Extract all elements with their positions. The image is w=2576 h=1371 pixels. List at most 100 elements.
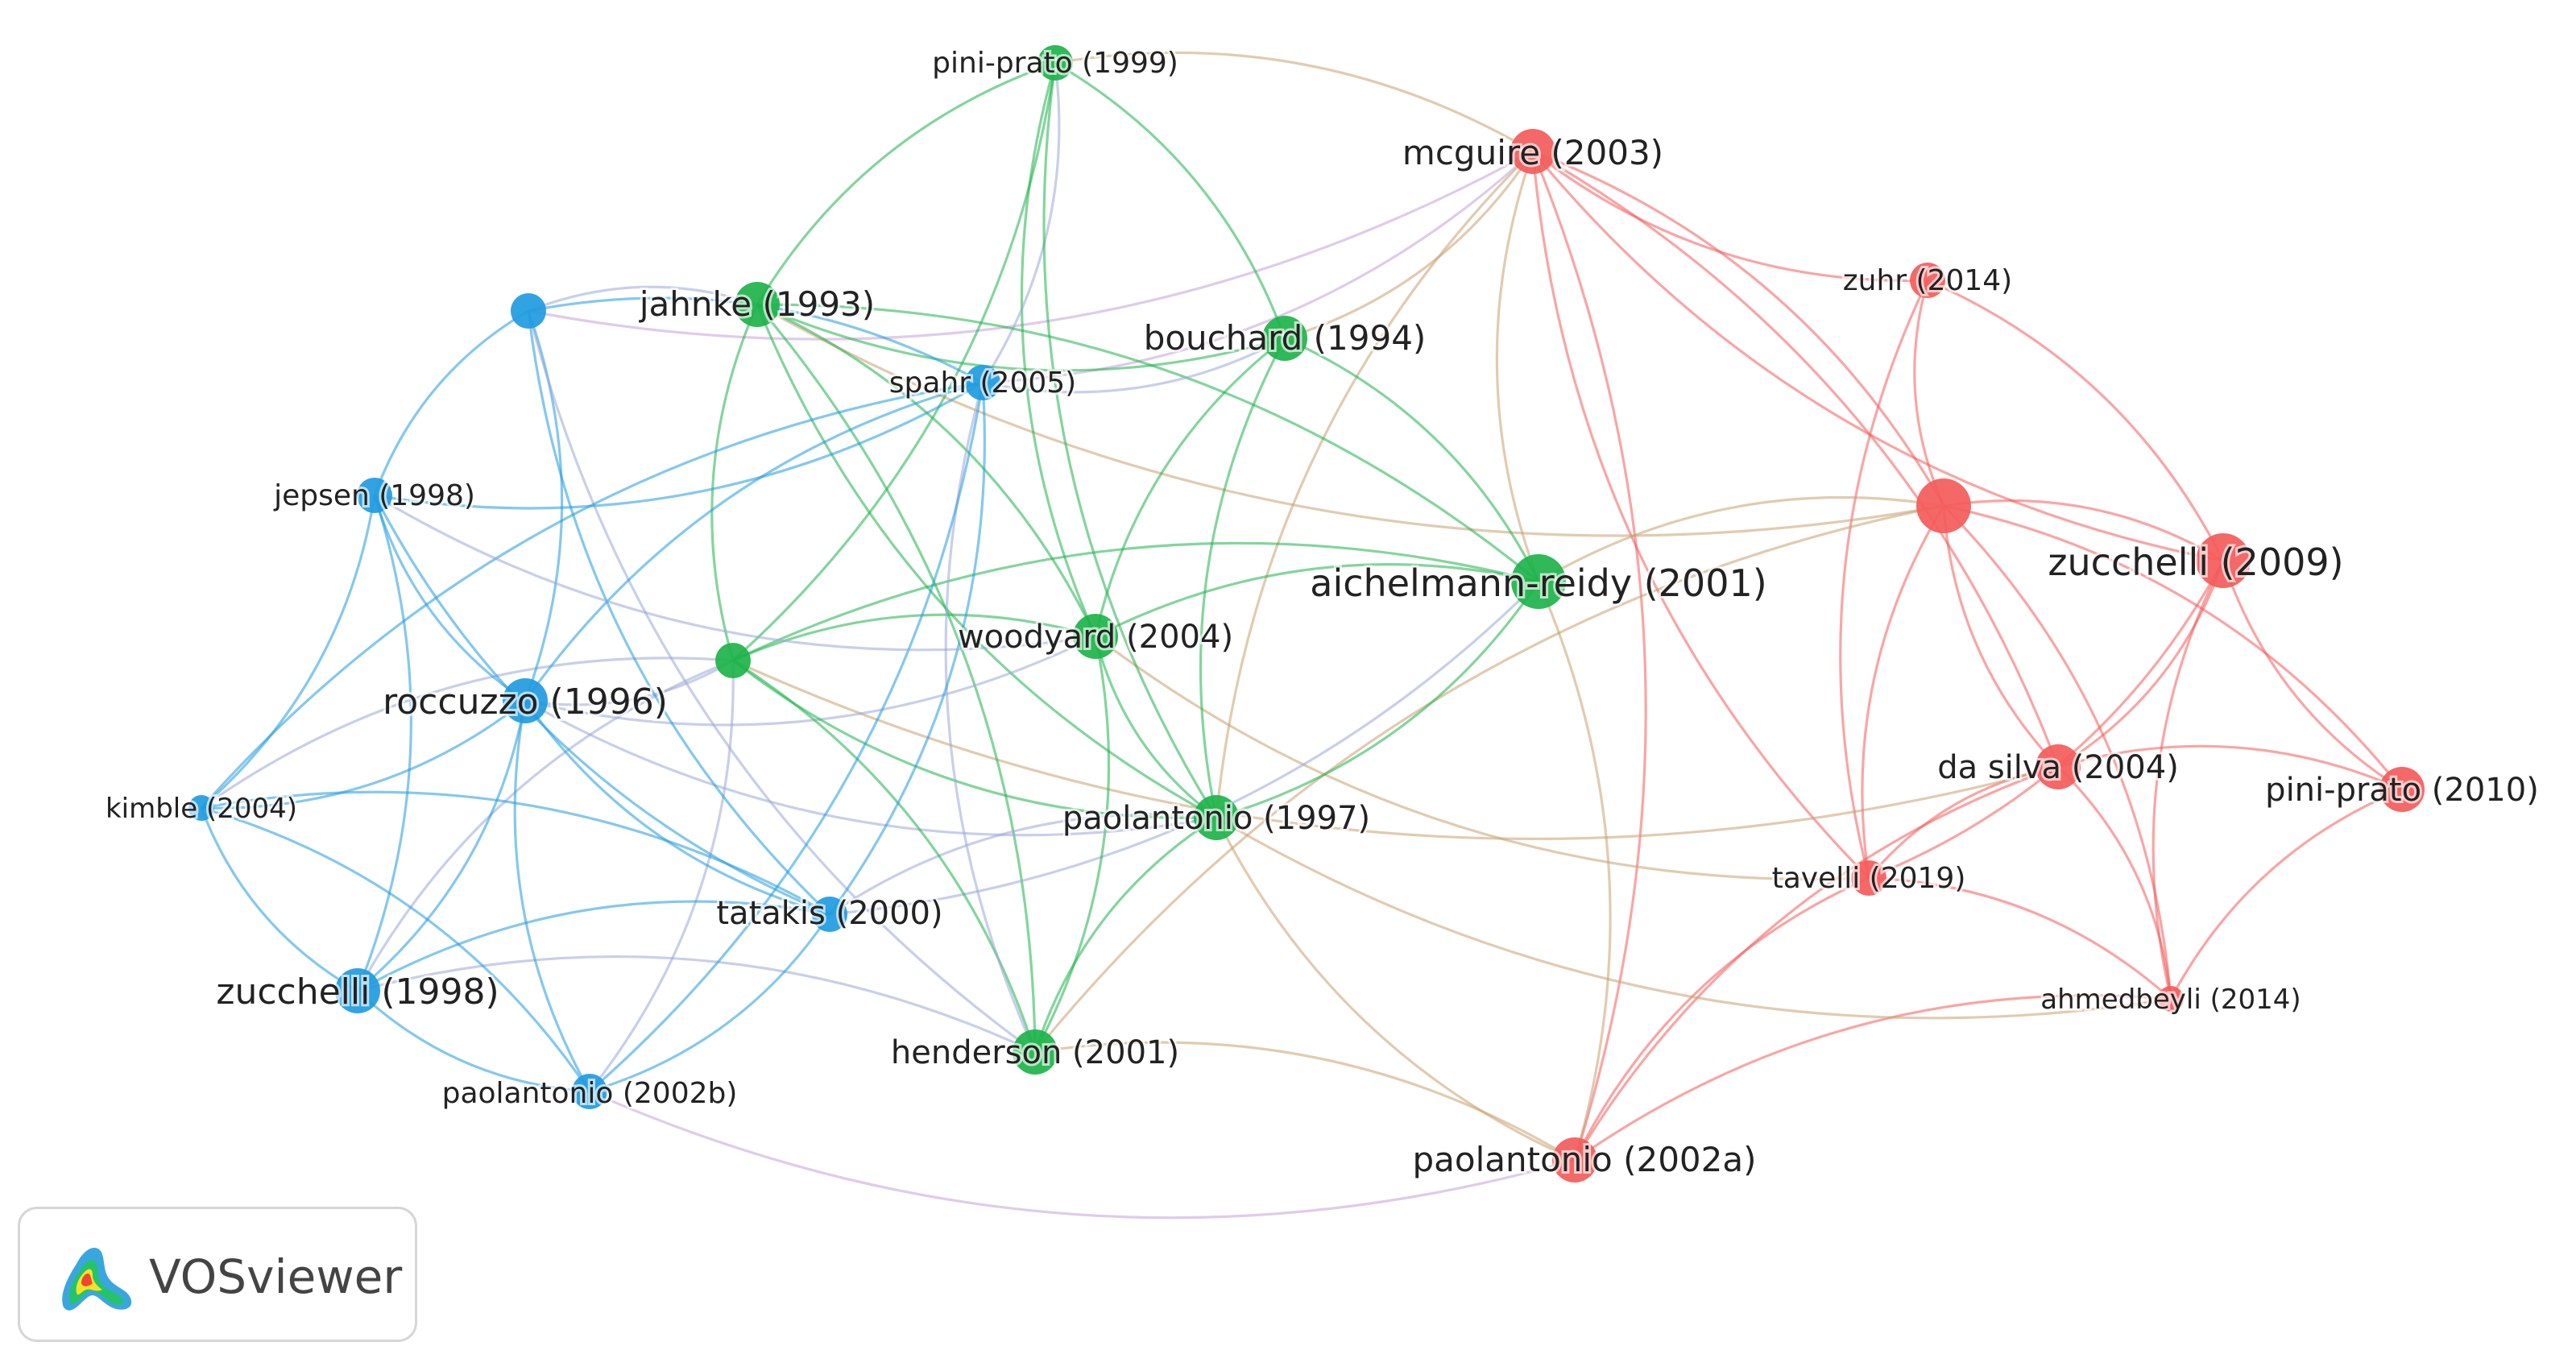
edge [1861, 505, 1945, 879]
edge [2222, 560, 2403, 791]
node-mcguire2003[interactable] [1510, 129, 1555, 174]
edge [1033, 636, 1111, 1053]
node-roccuzzo1996[interactable] [503, 678, 548, 723]
node-label-jepsen1998: jepsen (1998) [273, 479, 475, 512]
node-label-kimble2004: kimble (2004) [106, 793, 297, 825]
edge [527, 310, 1036, 1054]
edge [356, 700, 527, 992]
node-redhub[interactable] [1916, 478, 1971, 533]
edge [2056, 765, 2172, 1000]
edge [200, 495, 376, 810]
edge [524, 700, 830, 916]
edge [1574, 994, 2172, 1162]
node-zucchelli1998[interactable] [335, 968, 380, 1013]
edge [756, 304, 1217, 819]
node-layer [188, 45, 2425, 1183]
node-zucchelli2009[interactable] [2196, 533, 2251, 588]
edge [756, 303, 1037, 1053]
edge [1531, 150, 2224, 562]
node-piniprato2010[interactable] [2379, 767, 2425, 812]
edge [1943, 504, 2404, 790]
edge [589, 913, 831, 1093]
edge [1033, 504, 1944, 1054]
edge [589, 1090, 1576, 1220]
edge [2057, 560, 2225, 768]
edge [1532, 150, 1945, 507]
edge [200, 807, 358, 992]
node-bluetop[interactable] [511, 293, 546, 329]
edge [201, 657, 734, 810]
node-label-bouchard1994: bouchard (1994) [1144, 318, 1427, 358]
edge [524, 381, 984, 702]
edge [732, 659, 1037, 1053]
node-label-paolantonio1997: paolantonio (1997) [1062, 800, 1370, 837]
node-aichelmannreidy2001[interactable] [1511, 554, 1566, 609]
edge-layer [200, 51, 2404, 1220]
node-label-dasilva2004: da silva (2004) [1937, 749, 2179, 786]
node-ahmedbeyli2014[interactable] [2158, 986, 2184, 1012]
node-label-ahmedbeyli2014: ahmedbeyli (2014) [2040, 984, 2301, 1016]
edge [1216, 816, 2172, 1020]
edge [1033, 816, 1217, 1053]
node-label-aichelmannreidy2001: aichelmann-reidy (2001) [1310, 561, 1766, 605]
node-dasilva2004[interactable] [2036, 744, 2081, 789]
edge [201, 806, 591, 1092]
vosviewer-logo: VOSviewer [18, 1207, 417, 1342]
edge [1495, 151, 1540, 582]
node-piniprato1999[interactable] [1037, 45, 1073, 81]
edge [1216, 581, 1540, 819]
node-henderson2001[interactable] [1013, 1029, 1058, 1075]
edge [710, 304, 759, 661]
edge [828, 382, 986, 915]
edge [374, 381, 984, 510]
node-tavelli2019[interactable] [1851, 860, 1886, 896]
node-label-paolantonio2002a: paolantonio (2002a) [1412, 1140, 1756, 1179]
node-tatakis2000[interactable] [812, 897, 847, 932]
node-bouchard1994[interactable] [1262, 316, 1307, 361]
edge [1943, 499, 2224, 562]
node-woodyard2004[interactable] [1073, 614, 1118, 659]
edge [982, 150, 1534, 384]
node-jepsen1998[interactable] [357, 478, 392, 513]
node-greensmall[interactable] [715, 643, 751, 678]
node-spahr2005[interactable] [965, 365, 1000, 400]
node-kimble2004[interactable] [188, 795, 214, 821]
node-jahnke1993[interactable] [735, 282, 780, 327]
edge [1284, 337, 1540, 582]
node-paolantonio1997[interactable] [1194, 795, 1239, 840]
edge [1094, 636, 1217, 819]
label-layer: mcguire (2003)zuhr (2014)zucchelli (2009… [103, 44, 2541, 1182]
edge [1215, 817, 1576, 1162]
edge [1927, 279, 2225, 561]
edge [357, 900, 830, 992]
edge [756, 303, 1286, 372]
vosviewer-logo-text: VOSviewer [149, 1249, 403, 1304]
edge [1537, 581, 1612, 1161]
edge [756, 61, 1056, 305]
node-label-tavelli2019: tavelli (2019) [1772, 862, 1966, 895]
edge [982, 337, 1286, 394]
node-paolantonio2002a[interactable] [1552, 1137, 1597, 1183]
node-label-roccuzzo1996: roccuzzo (1996) [383, 681, 668, 723]
edge [732, 541, 1539, 662]
density-map-icon [62, 1248, 132, 1311]
node-zuhr2014[interactable] [1910, 263, 1945, 298]
edge [1094, 337, 1286, 637]
edge [201, 790, 830, 916]
node-label-mcguire2003: mcguire (2003) [1402, 133, 1663, 172]
edge [1054, 51, 1534, 153]
edge [981, 62, 1061, 383]
edge [1942, 504, 2172, 1000]
edge [2057, 744, 2403, 791]
edge [1839, 280, 1929, 879]
edge [1942, 505, 2060, 768]
edge [528, 150, 1534, 341]
edge [374, 494, 1096, 652]
edge [528, 285, 758, 313]
edge [829, 813, 1217, 916]
node-paolantonio2002b[interactable] [572, 1074, 607, 1109]
node-label-zucchelli2009: zucchelli (2009) [2048, 541, 2343, 584]
edge [756, 303, 1944, 537]
node-label-paolantonio2002b: paolantonio (2002b) [442, 1077, 738, 1110]
